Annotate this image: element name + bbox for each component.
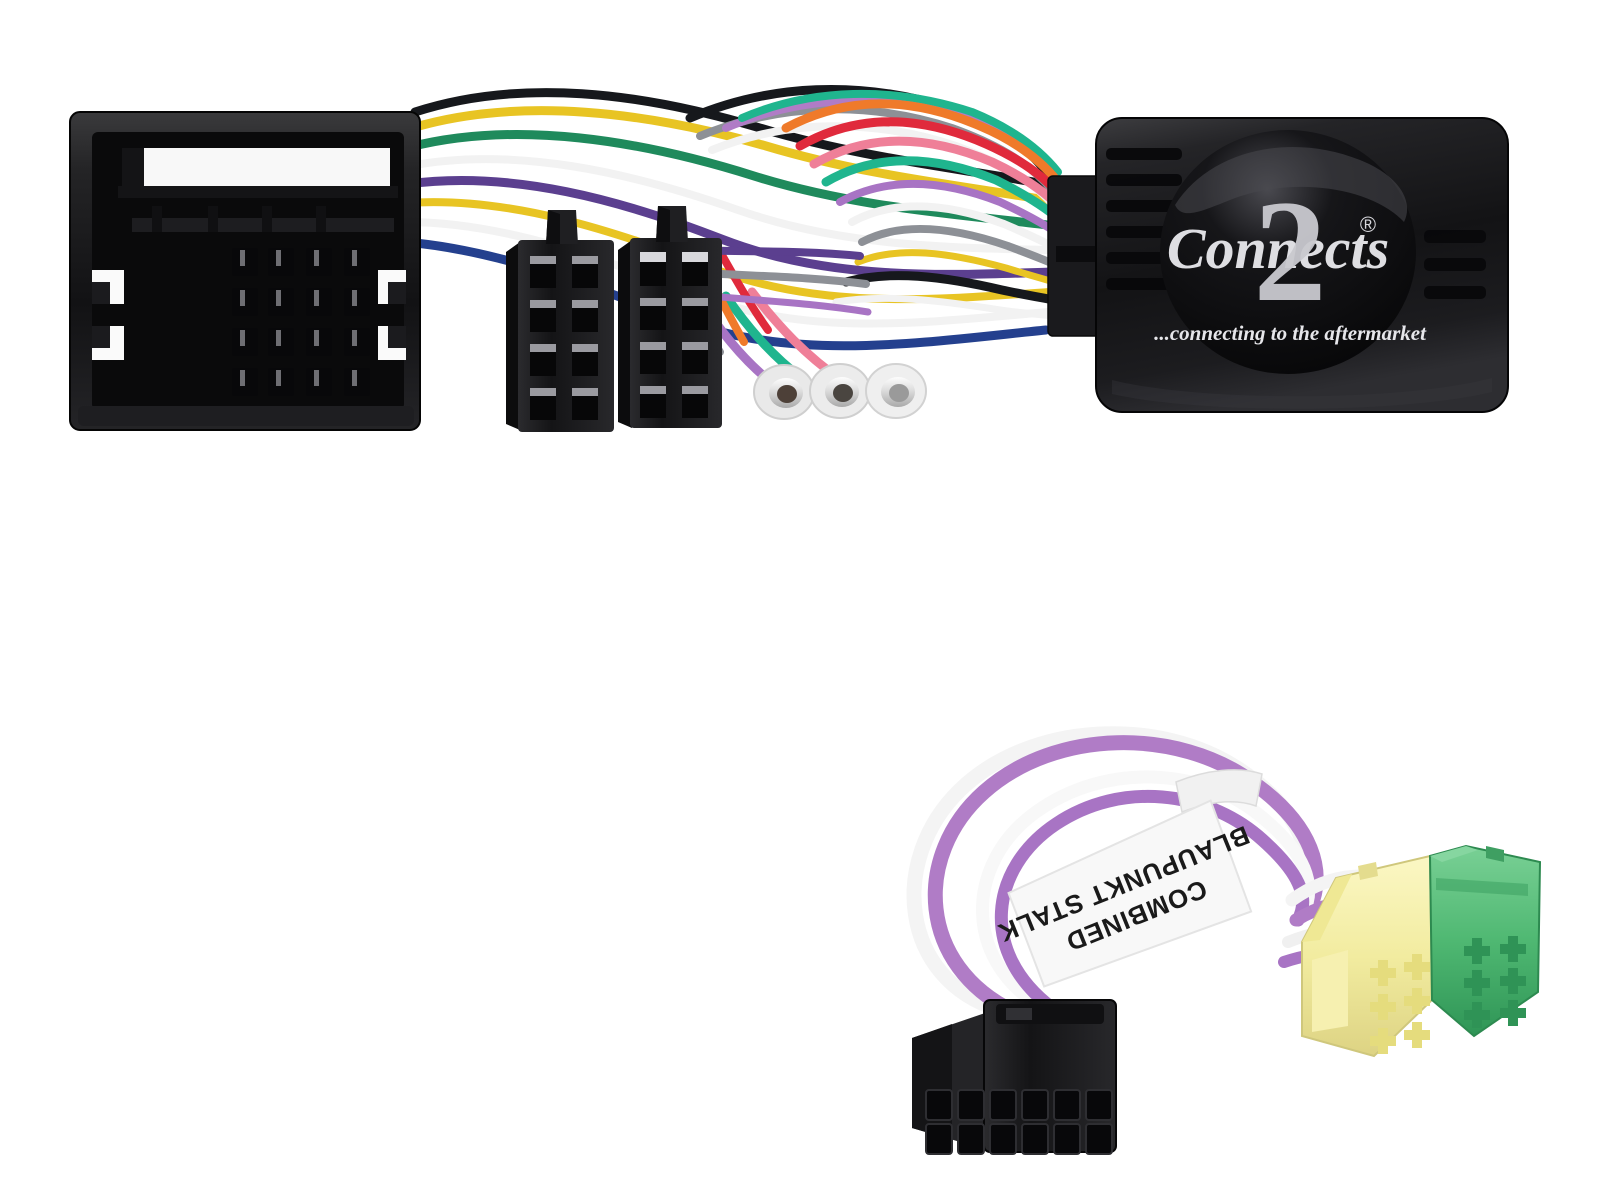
interface-module: Connects 2 ® ...connecting to the afterm…	[1047, 117, 1509, 413]
mini-iso-green	[1428, 844, 1542, 1038]
registered-mark-icon: ®	[1360, 212, 1376, 237]
module-fins-right	[1424, 230, 1486, 299]
module-fins-left	[1106, 148, 1182, 290]
ring-terminal-2	[809, 363, 871, 419]
quadlock-pin-grid	[232, 248, 370, 396]
ring-terminal-3	[865, 363, 927, 419]
brand-logo-numeral: 2	[1254, 170, 1327, 332]
mini-iso-connectors	[1301, 844, 1542, 1058]
molex-pin-grid	[925, 1089, 1113, 1155]
iso-connector-a	[506, 210, 614, 432]
brand-logo-word: Connects	[1167, 216, 1389, 281]
ring-terminal-group	[753, 363, 927, 420]
brand-tagline: ...connecting to the aftermarket	[1154, 321, 1427, 345]
iso-connector-pair	[506, 206, 722, 432]
iso-connector-b	[618, 206, 722, 428]
ring-terminal-1	[753, 364, 815, 420]
cable-label-tag: COMBINED BLAUPUNKT STALK	[993, 799, 1254, 988]
mini-iso-green-pins	[1464, 936, 1526, 1028]
molex-connector	[912, 999, 1117, 1155]
mini-iso-yellow	[1301, 854, 1434, 1058]
mini-iso-yellow-pins	[1370, 954, 1430, 1054]
quadlock-connector	[69, 111, 421, 431]
